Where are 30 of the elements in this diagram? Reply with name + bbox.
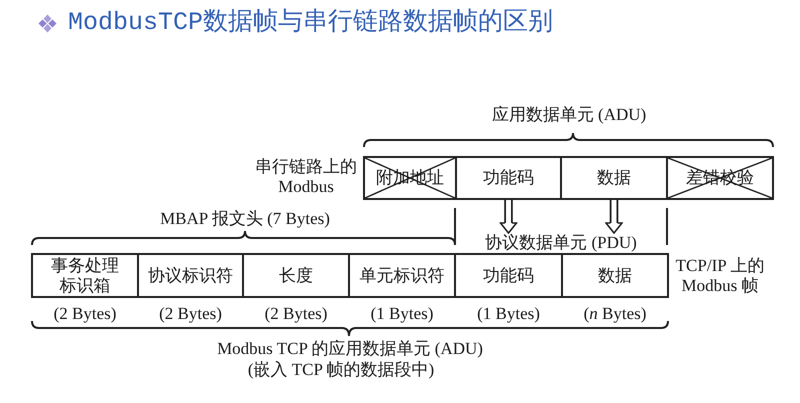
field-label: 数据	[597, 168, 631, 188]
byte-count-label: (1 Bytes)	[370, 304, 434, 323]
byte-count-label: (n Bytes)	[584, 304, 646, 323]
caption-text: MBAP 报文头 (7 Bytes)	[160, 209, 330, 229]
byte-count-label: (2 Bytes)	[264, 304, 328, 323]
field-label: 事务处理标识箱	[50, 256, 120, 296]
frame-field	[31, 253, 139, 298]
byte-count-label: (2 Bytes)	[54, 304, 116, 323]
byte-count-label: (2 Bytes)	[159, 304, 222, 323]
field-label: 单元标识符	[360, 266, 444, 286]
frame-field	[242, 253, 350, 298]
field-label: 功能码	[483, 266, 534, 286]
caption-text: TCP/IP 上的 Modbus 帧	[674, 256, 766, 296]
frame-field	[454, 253, 563, 298]
caption-text: Modbus TCP 的应用数据单元 (ADU)	[217, 339, 483, 359]
field-label: 长度	[279, 266, 313, 286]
field-label: 功能码	[483, 168, 534, 188]
frame-field	[137, 253, 244, 298]
caption-text: 应用数据单元 (ADU)	[492, 105, 646, 125]
frame-field	[560, 156, 668, 200]
field-label: 协议标识符	[148, 266, 233, 286]
byte-count-label: (1 Bytes)	[477, 304, 540, 323]
caption-text: 串行链路上的 Modbus	[254, 157, 358, 197]
bracket-label: 协议数据单元 (PDU)	[485, 233, 637, 252]
frame-field	[348, 253, 456, 298]
field-label: 数据	[598, 266, 632, 286]
frame-field	[561, 253, 669, 298]
frame-field	[455, 156, 562, 200]
title: ModbusTCP数据帧与串行链路数据帧的区别	[68, 7, 554, 39]
caption-text: (嵌入 TCP 帧的数据段中)	[248, 360, 434, 380]
